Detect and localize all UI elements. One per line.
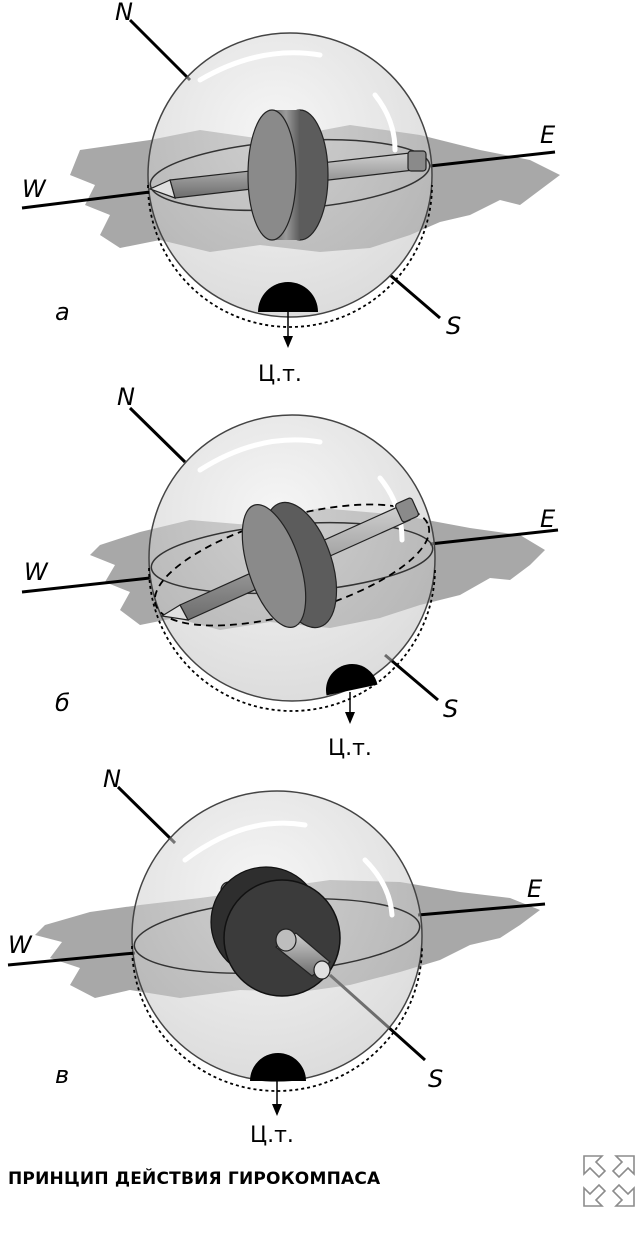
sphere-lower-edge — [131, 945, 423, 1092]
north-south-line — [128, 18, 192, 82]
center-of-gravity-weight — [326, 664, 378, 696]
north-south-line — [116, 785, 177, 845]
sphere-lower-edge — [148, 567, 436, 712]
west-label: W — [8, 931, 33, 959]
panel-letter: а — [55, 298, 70, 326]
rotor-face — [247, 109, 297, 241]
south-label: S — [443, 695, 458, 723]
gravity-arrowhead — [283, 336, 293, 348]
east-west-line — [417, 902, 546, 917]
west-label: W — [22, 175, 47, 203]
glass-highlight — [362, 857, 395, 918]
panel-letter: б — [55, 689, 70, 717]
sphere-lower-edge — [147, 184, 433, 328]
glass-highlight — [372, 92, 398, 153]
center-of-gravity-weight — [250, 1053, 306, 1081]
panel-a: N S E W а Ц.т. — [21, 0, 560, 387]
panel-b: N S E W б Ц.т. — [21, 383, 559, 761]
figure-caption: ПРИНЦИП ДЕЙСТВИЯ ГИРОКОМПАСА — [8, 1169, 381, 1189]
north-south-line — [384, 653, 439, 702]
expand-arrows-icon[interactable] — [580, 1152, 638, 1210]
east-label: E — [540, 121, 556, 149]
south-label: S — [446, 312, 461, 340]
glass-highlight — [197, 50, 323, 83]
rotor-face — [241, 504, 307, 628]
east-west-line — [429, 528, 559, 546]
north-label: N — [117, 383, 135, 411]
shaft-tip — [313, 960, 331, 980]
shaft-cap — [395, 497, 419, 523]
panel-letter: в — [55, 1061, 69, 1089]
east-west-line — [21, 190, 151, 210]
east-west-line — [7, 951, 136, 967]
center-of-gravity-label: Ц.т. — [258, 362, 302, 387]
east-label: E — [540, 505, 556, 533]
north-south-line — [389, 273, 441, 320]
north-label: N — [103, 765, 121, 793]
glass-highlight — [197, 437, 323, 473]
east-label: E — [527, 875, 543, 903]
south-label: S — [428, 1065, 443, 1093]
shaft-tip — [148, 179, 176, 199]
center-of-gravity-weight — [258, 282, 318, 312]
north-label: N — [115, 0, 133, 26]
gravity-arrowhead — [272, 1104, 282, 1116]
west-label: W — [24, 558, 49, 586]
east-west-line — [21, 576, 151, 594]
glass-highlight — [182, 820, 308, 863]
center-of-gravity-label: Ц.т. — [250, 1123, 294, 1148]
center-of-gravity-label: Ц.т. — [328, 736, 372, 761]
gravity-arrowhead — [345, 712, 355, 724]
north-south-line — [128, 406, 187, 464]
shaft-cap — [407, 150, 427, 172]
shaft-face — [275, 928, 297, 952]
panel-c: N S E W в Ц.т. — [7, 765, 546, 1148]
east-west-line — [429, 150, 556, 168]
shaft-tip — [160, 604, 190, 621]
